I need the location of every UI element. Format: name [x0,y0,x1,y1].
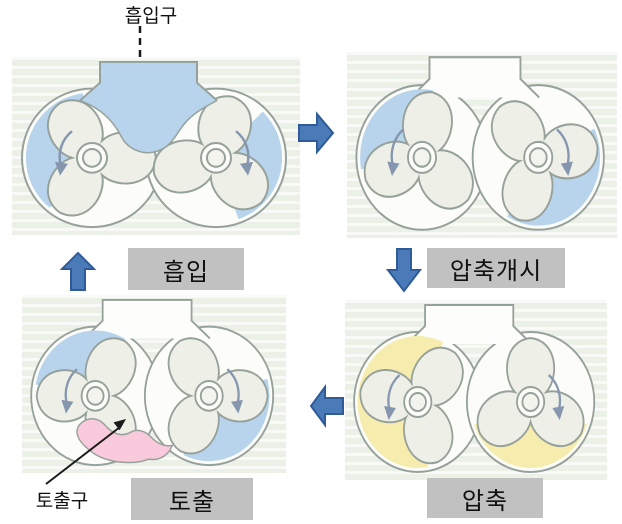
outlet-port-label: 토출구 [35,491,89,512]
stage-label-text: 흡입 [162,258,210,286]
rotor-shaft [515,386,546,418]
discharge-gas-pocket [76,417,174,464]
rotor-shaft [403,386,433,418]
flow-arrow-down [385,248,423,293]
flow-arrow-right [298,111,335,155]
stage-panel-compression [345,300,607,480]
flow-arrow-up [59,251,97,291]
intake-gas-cavity [79,99,218,154]
stage-label-compression-start: 압축개시 [427,248,565,288]
stage-label-text: 토출 [168,488,216,516]
stage-label-compression: 압축 [427,478,543,518]
stage-label-text: 압축개시 [449,257,543,285]
stage-panel-discharge [22,295,286,473]
rotor-shaft [76,142,108,174]
inlet-port-label: 흡입구 [124,6,178,27]
outlet-pointer-arrow [45,419,126,485]
rotor-shaft [200,142,232,174]
stage-label-discharge: 토출 [131,478,253,520]
inlet-port [83,298,211,340]
stage-label-text: 압축 [461,487,509,515]
flow-arrow-left [309,384,344,428]
rotor-shaft [80,380,111,412]
stage-panel-suction [12,57,300,235]
stage-label-suction: 흡입 [128,248,244,290]
inlet-port [406,304,533,345]
rotor-shaft [523,140,554,174]
rotor-shaft [406,140,438,174]
rotor-shaft [194,380,224,412]
inlet-port [79,60,218,102]
stage-panel-compression-start [347,52,617,238]
inlet-port [410,56,540,99]
